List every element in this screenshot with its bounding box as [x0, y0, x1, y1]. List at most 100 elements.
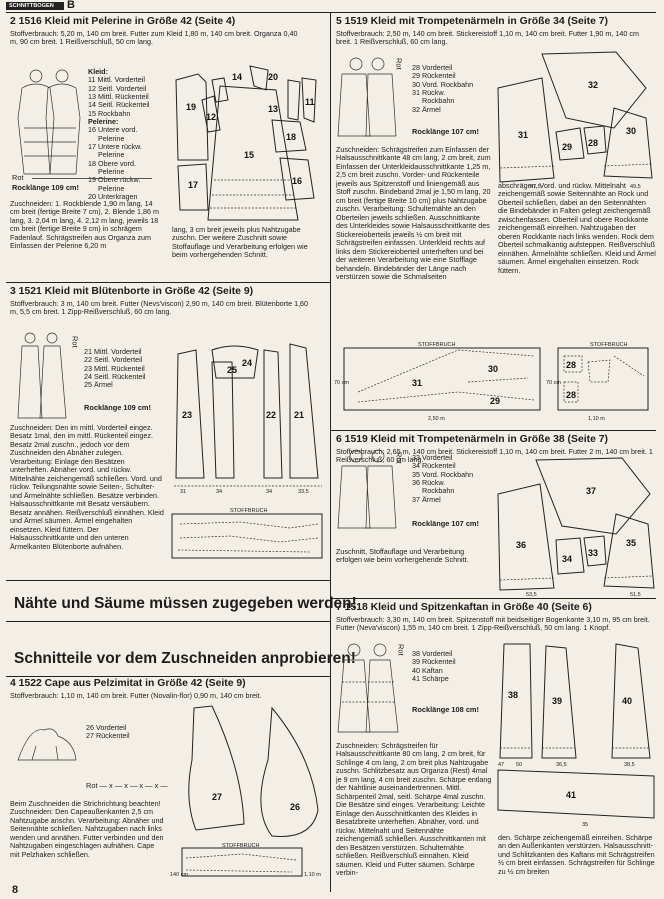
- piece-label: 28: [566, 360, 576, 370]
- section-7-skirt-length: Rocklänge 108 cm!: [412, 705, 479, 714]
- part-item: 17 Untere rückw.: [88, 142, 142, 152]
- piece-label: 12: [206, 112, 216, 122]
- piece-label: 25: [227, 365, 237, 375]
- measure-label: 47,5: [530, 184, 541, 190]
- piece-label: 28: [588, 138, 598, 148]
- section-7-text-right: den. Schärpe zeichengemäß einreihen. Sch…: [498, 833, 655, 876]
- piece-label: 30: [626, 126, 636, 136]
- section-3-model-figures: [17, 332, 67, 419]
- part-item: Rockbahn: [422, 96, 455, 106]
- section-6-text: Zuschnitt, Stoffauflage und Verarbeitung…: [336, 547, 469, 565]
- section-4-title: 4 1522 Cape aus Pelzimitat in Größe 42 (…: [10, 678, 246, 689]
- part-item: 22 Seitl. Vorderteil: [84, 355, 143, 365]
- measure-label: 1,10 m: [304, 872, 321, 878]
- part-item: 41 Schärpe: [412, 674, 449, 684]
- piece-label: 28: [566, 390, 576, 400]
- part-item: 12 Seitl. Vorderteil: [88, 83, 147, 93]
- part-item: 29 Rückenteil: [412, 71, 456, 81]
- part-item: Pelerine: [98, 183, 125, 193]
- part-item: 14 Seitl. Rückenteil: [88, 100, 150, 110]
- piece-label: 40: [622, 696, 632, 706]
- piece-label: 30: [488, 364, 498, 374]
- part-item: 25 Ärmel: [84, 380, 113, 390]
- section-6-color-label: Rot: [394, 452, 404, 464]
- part-item: Pelerine: [98, 150, 125, 160]
- section-2-text-left: Zuschneiden: 1. Rockblende 1,90 m lang, …: [10, 199, 160, 251]
- section-5-model-figures: [337, 57, 397, 137]
- part-item: 15 Rockbahn: [88, 108, 131, 118]
- section-6-parts-list: 33 Vorderteil 34 Rückenteil 35 Vord. Roc…: [412, 453, 474, 504]
- parts-heading: Kleid:: [88, 67, 108, 76]
- measure-label: 140 cm: [170, 872, 188, 878]
- section-4: 4 1522 Cape aus Pelzimitat in Größe 42 (…: [10, 678, 328, 700]
- part-item: 28 Vorderteil: [412, 63, 453, 72]
- piece-label: 14: [232, 72, 242, 82]
- part-item: 24 Seitl. Rückenteil: [84, 372, 146, 382]
- rule-s6-s7: [331, 598, 656, 599]
- section-3-pattern-pieces: 25 24 23 22 21 31 34 34 33,5: [174, 343, 322, 495]
- measure-label: 34: [216, 489, 222, 495]
- layout-fold-label: STOFFBRUCH: [590, 342, 628, 348]
- section-5-pattern-pieces: 32 31 30 29 28 47,5 49,5: [497, 51, 653, 190]
- section-2-pattern-pieces: 19 14 20 11 13 12 17 15 18 16: [175, 65, 317, 221]
- section-3-title: 3 1521 Kleid mit Blütenborte in Größe 42…: [10, 286, 254, 297]
- piece-label: 15: [244, 150, 254, 160]
- section-6-material: Stoffverbrauch: 2,65 m, 140 cm breit. St…: [336, 446, 653, 465]
- layout-fold-label: STOFFBRUCH: [418, 342, 456, 348]
- measure-label: 50: [516, 762, 522, 768]
- rule-s5-s6: [331, 430, 656, 431]
- piece-label: 17: [188, 180, 198, 190]
- section-5-color-label: Rot: [394, 58, 404, 70]
- layout-fold-label: STOFFBRUCH: [222, 843, 260, 849]
- section-6-pattern-pieces: 37 36 35 34 33 53,5 51,5: [497, 457, 655, 598]
- page-header-letter: B: [67, 0, 75, 11]
- piece-label: 36: [516, 540, 526, 550]
- section-7-color-label: Rot: [396, 644, 406, 656]
- measure-label: 2,50 m: [428, 416, 445, 422]
- piece-label: 16: [292, 176, 302, 186]
- section-5-title: 5 1519 Kleid mit Trompetenärmeln in Größ…: [336, 16, 608, 27]
- color-line: [32, 178, 152, 179]
- section-6-skirt-length: Rocklänge 107 cm!: [412, 519, 479, 528]
- part-item: 18 Obere vord.: [88, 158, 136, 168]
- measure-label: 47: [498, 762, 504, 768]
- measure-label: 70 cm: [334, 380, 349, 386]
- banner-seams: Nähte und Säume müssen zugegeben werden!: [14, 595, 357, 612]
- part-item: 19 Obere rückw.: [88, 175, 141, 185]
- section-4-pattern-pieces: 27 26 STOFFBRUCH 140 cm 1,10 m: [170, 705, 321, 878]
- part-item: Pelerine: [98, 133, 125, 143]
- part-item: 35 Vord. Rockbahn: [412, 469, 474, 479]
- rule-banner-2: [6, 676, 330, 677]
- section-7-parts-list: 38 Vorderteil 39 Rückenteil 40 Kaftan 41…: [412, 649, 456, 684]
- piece-label: 33: [588, 548, 598, 558]
- piece-label: 41: [566, 790, 576, 800]
- section-2-parts-list: Kleid: 11 Mittl. Vorderteil 12 Seitl. Vo…: [88, 67, 150, 202]
- section-6-model-figures: [337, 449, 397, 529]
- section-7-text-left: Zuschneiden: Schrägstreifen für Halsauss…: [336, 741, 492, 878]
- measure-label: 49,5: [630, 184, 641, 190]
- section-3-skirt-length: Rocklänge 109 cm!: [84, 403, 151, 412]
- section-3: 3 1521 Kleid mit Blütenborte in Größe 42…: [10, 286, 328, 317]
- section-5-layout-diagrams: 31 30 29 STOFFBRUCH 70 cm 2,50 m 28 28 S…: [334, 342, 649, 422]
- piece-label: 11: [305, 97, 315, 107]
- piece-label: 23: [182, 410, 192, 420]
- part-item: 33 Vorderteil: [412, 453, 453, 462]
- section-4-color-label: Rot — x — x — x — x —: [86, 781, 168, 790]
- section-5-material: Stoffverbrauch: 2,50 m, 140 cm breit. St…: [336, 28, 639, 47]
- piece-label: 29: [490, 396, 500, 406]
- section-4-model-figures: [17, 728, 77, 761]
- section-2-text-right: lang, 3 cm breit jeweils plus Nahtzugabe…: [172, 225, 308, 260]
- measure-label: 1,10 m: [588, 416, 605, 422]
- part-item: 39 Rückenteil: [412, 657, 456, 667]
- part-item: 16 Untere vord.: [88, 125, 138, 135]
- piece-label: 20: [268, 72, 278, 82]
- part-item: 40 Kaftan: [412, 665, 443, 675]
- piece-label: 31: [518, 130, 528, 140]
- piece-label: 26: [290, 802, 300, 812]
- section-2-skirt-length: Rocklänge 109 cm!: [12, 183, 79, 192]
- part-item: 30 Vord. Rockbahn: [412, 79, 474, 89]
- piece-label: 31: [412, 378, 422, 388]
- section-2-material: Stoffverbrauch: 5,20 m, 140 cm breit. Fu…: [10, 28, 298, 47]
- section-3-material: Stoffverbrauch: 3 m, 140 cm breit. Futte…: [10, 298, 309, 317]
- section-6-title: 6 1519 Kleid mit Trompetenärmeln in Größ…: [336, 434, 608, 445]
